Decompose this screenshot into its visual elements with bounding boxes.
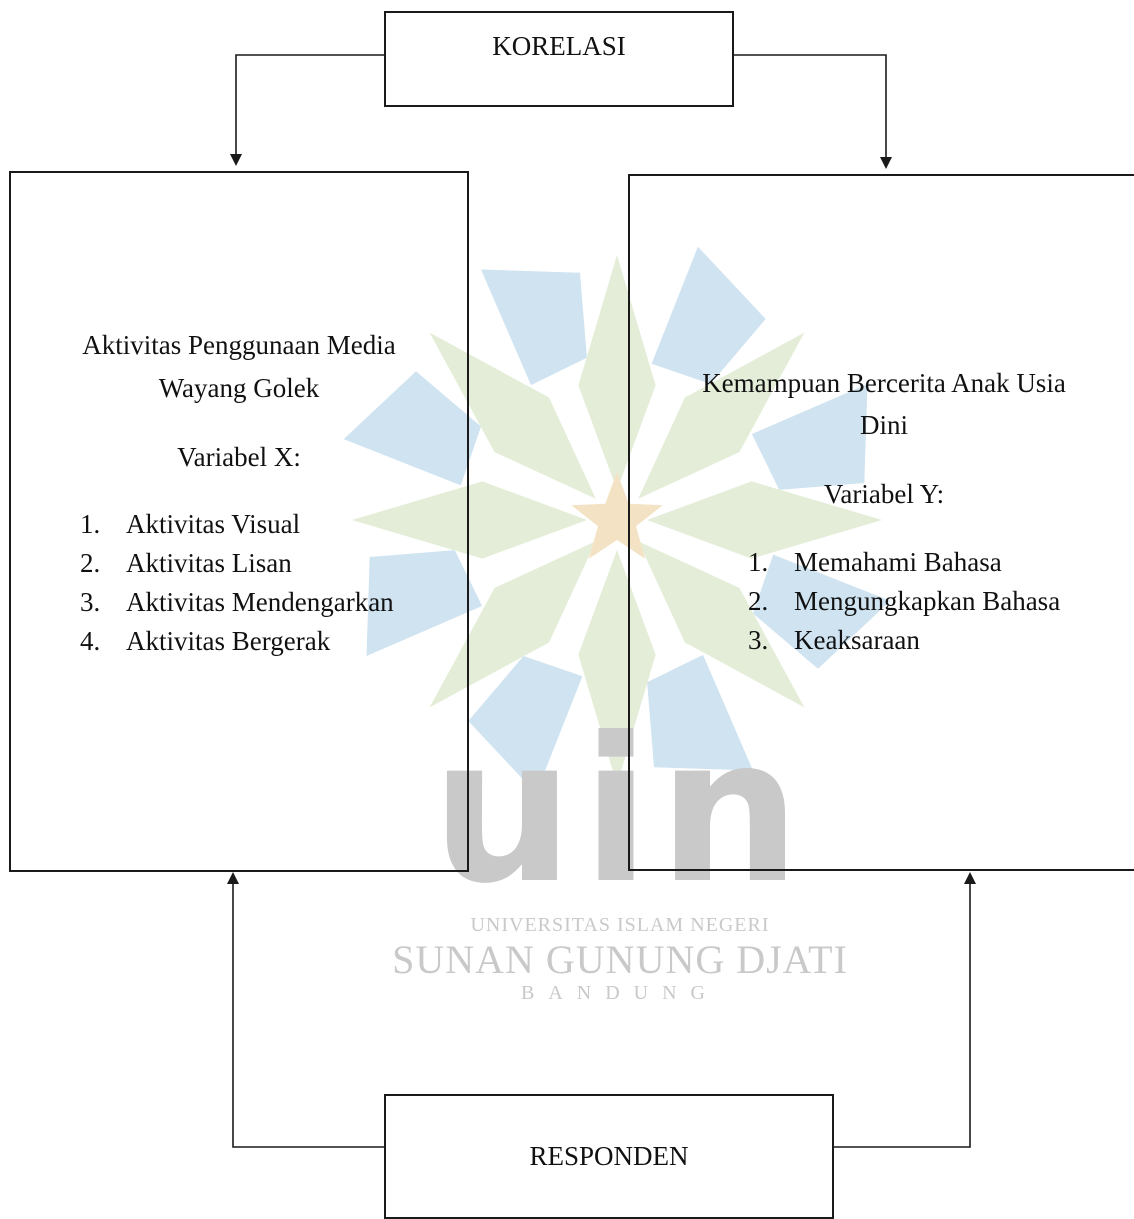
logo-petal-green (647, 481, 882, 559)
list-item: 2. Aktivitas Lisan (80, 544, 394, 583)
logo-petal-green (638, 541, 805, 708)
list-item-text: Aktivitas Lisan (126, 548, 292, 578)
logo-petal-blue (366, 550, 483, 656)
logo-petal-green (578, 255, 656, 490)
variable-y-label: Variabel Y: (823, 479, 945, 509)
list-item-number: 3. (80, 587, 101, 617)
korelasi-box (384, 11, 734, 107)
list-item-text: Aktivitas Visual (126, 509, 301, 539)
variable-x-label: Variabel X: (177, 442, 301, 472)
arrow-responden-to-right-box (834, 872, 976, 1148)
list-item: 3. Keaksaraan (748, 621, 1060, 660)
list-item-number: 1. (80, 509, 101, 539)
list-item-text: Aktivitas Bergerak (126, 626, 331, 656)
variable-y-indicator-list: 1. Memahami Bahasa 2. Mengungkapkan Baha… (748, 543, 1060, 660)
logo-star-icon (343, 246, 891, 794)
list-item-number: 3. (748, 625, 769, 655)
logo-petal-blue (647, 654, 753, 771)
arrow-korelasi-to-left-box (230, 54, 384, 166)
watermark-line1: UNIVERSITAS ISLAM NEGERI (470, 914, 770, 936)
list-item-text: Keaksaraan (794, 625, 920, 655)
logo-petal-blue (343, 371, 481, 486)
list-item: 1. Memahami Bahasa (748, 543, 1060, 582)
logo-center-star (571, 472, 663, 559)
logo-petal-green (638, 332, 805, 499)
logo-petal-green (352, 481, 587, 559)
logo-petal-blue (751, 384, 868, 490)
variable-y-box (628, 174, 1134, 871)
variable-y-title-line1: Kemampuan Bercerita Anak Usia (702, 368, 1066, 398)
list-item-number: 4. (80, 626, 101, 656)
variable-y-title-line2: Dini (859, 410, 908, 440)
logo-petal-blue (651, 246, 766, 384)
variable-x-box (9, 171, 469, 872)
list-item-text: Memahami Bahasa (794, 547, 1002, 577)
list-item-number: 1. (748, 547, 769, 577)
arrow-responden-to-left-box (227, 872, 384, 1148)
korelasi-label: KORELASI (492, 31, 626, 61)
watermark-line2: SUNAN GUNUNG DJATI (392, 937, 848, 982)
list-item-text: Aktivitas Mendengarkan (126, 587, 394, 617)
list-item: 4. Aktivitas Bergerak (80, 622, 394, 661)
responden-label: RESPONDEN (529, 1141, 689, 1171)
variable-x-indicator-list: 1. Aktivitas Visual 2. Aktivitas Lisan 3… (80, 505, 394, 661)
list-item: 2. Mengungkapkan Bahasa (748, 582, 1060, 621)
list-item-number: 2. (80, 548, 101, 578)
list-item: 3. Aktivitas Mendengarkan (80, 583, 394, 622)
arrow-korelasi-to-right-box (734, 54, 892, 169)
logo-petal-green (429, 541, 596, 708)
logo-petal-blue (753, 554, 891, 669)
logo-petal-blue (468, 656, 583, 794)
list-item: 1. Aktivitas Visual (80, 505, 394, 544)
variable-x-title-line1: Aktivitas Penggunaan Media (82, 330, 396, 360)
variable-x-title-line2: Wayang Golek (158, 373, 320, 403)
logo-text: uin (431, 695, 808, 928)
list-item-text: Mengungkapkan Bahasa (794, 586, 1061, 616)
logo-petal-green (578, 550, 656, 785)
watermark-line3: BANDUNG (521, 982, 719, 1004)
logo-petal-green (429, 332, 596, 499)
logo-petal-blue (481, 269, 587, 386)
list-item-number: 2. (748, 586, 769, 616)
